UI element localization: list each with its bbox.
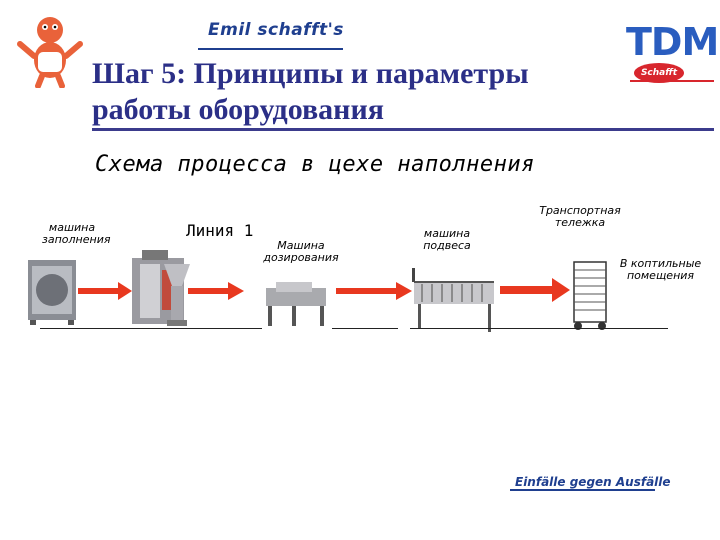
label-transport-trolley: Транспортная тележка <box>539 204 621 229</box>
label-line: Линия 1 <box>186 221 254 240</box>
floor-line-1 <box>40 328 262 329</box>
tdm-logo: TDM <box>626 20 719 64</box>
footer-slogan: Einfälle gegen Ausfälle <box>515 475 671 489</box>
label-filling-machine: машина заполнения <box>42 221 111 246</box>
floor-line-3 <box>410 328 668 329</box>
brand-text: Emil schafft's <box>208 20 344 40</box>
process-flow-arrows <box>78 278 570 302</box>
label-smokehouse: В коптильные помещения <box>619 257 702 282</box>
diagram-subtitle: Схема процесса в цехе наполнения <box>95 152 535 177</box>
footer-underline <box>510 489 655 491</box>
filling-machine-image <box>28 260 76 325</box>
brand-underline <box>198 48 343 50</box>
title-red-accent <box>630 80 714 82</box>
hanging-machine-image <box>412 268 494 332</box>
title-line-2: работы оборудования <box>92 93 384 126</box>
slide-title: Шаг 5: Принципы и параметры работы обору… <box>92 56 652 128</box>
label-hanging-machine: машина подвеса <box>423 227 471 252</box>
label-dosing-machine: Машина дозирования <box>263 239 339 264</box>
dosing-machine-image <box>266 282 326 326</box>
floor-line-2 <box>332 328 398 329</box>
schafft-logo: Schafft <box>634 63 684 83</box>
title-underline <box>92 128 714 131</box>
title-line-1: Шаг 5: Принципы и параметры <box>92 57 529 90</box>
hopper-image <box>164 264 190 326</box>
mascot-logo <box>17 11 83 88</box>
